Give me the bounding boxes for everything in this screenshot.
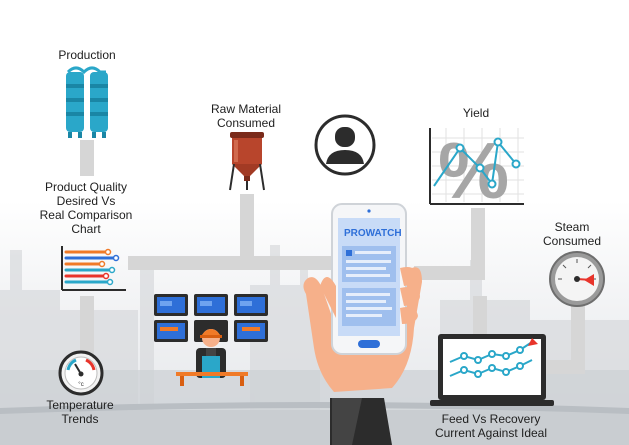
label-product-quality-line3: Real Comparison: [39, 208, 133, 222]
phone-in-hand-icon: PROWATCH: [303, 203, 422, 445]
phone-brand-logo: PROWATCH: [344, 228, 402, 239]
connector-horizontal-main: [128, 256, 336, 270]
label-feed-line1: Feed Vs Recovery: [441, 412, 541, 426]
label-product-quality-line4: Chart: [71, 222, 101, 236]
connector-production: [80, 140, 94, 176]
thermometer-gauge-icon: °c: [58, 350, 104, 396]
silo-icon: [229, 132, 265, 191]
production-tanks-icon: [66, 66, 108, 138]
label-steam-line1: Steam: [554, 220, 590, 234]
label-temperature-line1: Temperature: [46, 398, 114, 412]
label-yield: Yield: [446, 106, 506, 120]
label-raw-material-line1: Raw Material: [210, 102, 282, 116]
connector-steam: [571, 304, 585, 374]
label-raw-material: Raw Material Consumed: [196, 102, 296, 130]
label-steam-line2: Consumed: [542, 234, 602, 248]
connector-steam-laptop: [541, 360, 585, 374]
label-product-quality: Product Quality Desired Vs Real Comparis…: [24, 180, 148, 236]
label-product-quality-line2: Desired Vs: [56, 194, 116, 208]
label-feed-line2: Current Against Ideal: [434, 426, 548, 440]
label-production-text: Production: [58, 48, 116, 62]
label-product-quality-line1: Product Quality: [44, 180, 128, 194]
label-temperature: Temperature Trends: [30, 398, 130, 426]
label-raw-material-line2: Consumed: [216, 116, 276, 130]
label-feed-recovery: Feed Vs Recovery Current Against Ideal: [408, 412, 574, 440]
laptop-line-chart-icon: [430, 334, 554, 406]
label-production: Production: [40, 48, 134, 62]
connector-quality: [80, 296, 94, 354]
user-avatar-icon: [314, 114, 376, 176]
yield-percent-chart-icon: %: [429, 126, 524, 206]
label-steam: Steam Consumed: [532, 220, 612, 248]
quality-bar-chart-icon: [61, 246, 126, 291]
steam-gauge-icon: [549, 251, 605, 307]
label-yield-text: Yield: [462, 106, 490, 120]
connector-yield: [471, 208, 485, 278]
connector-raw-material: [240, 194, 254, 264]
thermometer-unit: °c: [78, 382, 83, 388]
connector-right-main: [414, 266, 485, 280]
label-temperature-line2: Trends: [61, 412, 99, 426]
operator-monitors-icon: [154, 294, 268, 386]
connector-laptop: [473, 296, 487, 334]
